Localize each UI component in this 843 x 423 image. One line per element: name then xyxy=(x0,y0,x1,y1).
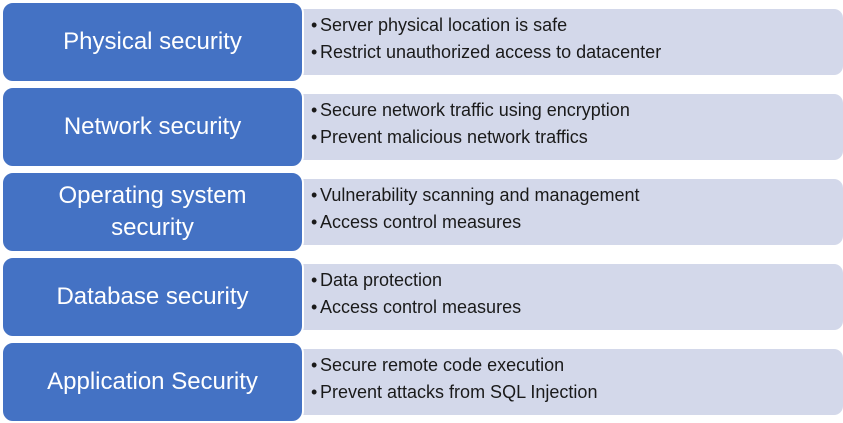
bullet-text: Access control measures xyxy=(320,297,522,317)
detail-box: •Secure network traffic using encryption… xyxy=(293,94,843,160)
bullet-text: Secure remote code execution xyxy=(320,355,565,375)
row-network-security: •Secure network traffic using encryption… xyxy=(0,87,843,167)
row-application-security: •Secure remote code execution •Prevent a… xyxy=(0,342,843,422)
bullet-text: Restrict unauthorized access to datacent… xyxy=(320,42,662,62)
bullet-item: •Data protection xyxy=(311,267,843,294)
bullet-mark: • xyxy=(311,297,318,317)
bullet-list: •Data protection •Access control measure… xyxy=(311,267,843,321)
bullet-item: •Server physical location is safe xyxy=(311,12,843,39)
detail-box: •Secure remote code execution •Prevent a… xyxy=(293,349,843,415)
bullet-item: •Access control measures xyxy=(311,209,843,236)
bullet-text: Prevent malicious network traffics xyxy=(320,127,588,147)
category-box: Physical security xyxy=(2,2,303,82)
category-box: Application Security xyxy=(2,342,303,422)
row-database-security: •Data protection •Access control measure… xyxy=(0,257,843,337)
category-label: Database security xyxy=(56,283,249,310)
detail-box: •Data protection •Access control measure… xyxy=(293,264,843,330)
category-label: Physical security xyxy=(63,28,242,55)
bullet-text: Prevent attacks from SQL Injection xyxy=(320,382,598,402)
bullet-text: Vulnerability scanning and management xyxy=(320,185,640,205)
bullet-item: •Vulnerability scanning and management xyxy=(311,182,843,209)
bullet-item: •Prevent attacks from SQL Injection xyxy=(311,379,843,406)
bullet-mark: • xyxy=(311,270,318,290)
bullet-item: •Prevent malicious network traffics xyxy=(311,124,843,151)
bullet-item: •Access control measures xyxy=(311,294,843,321)
bullet-list: •Server physical location is safe •Restr… xyxy=(311,12,843,66)
category-box: Network security xyxy=(2,87,303,167)
bullet-mark: • xyxy=(311,15,318,35)
row-physical-security: •Server physical location is safe •Restr… xyxy=(0,2,843,82)
bullet-text: Secure network traffic using encryption xyxy=(320,100,630,120)
bullet-mark: • xyxy=(311,185,318,205)
bullet-mark: • xyxy=(311,355,318,375)
bullet-text: Access control measures xyxy=(320,212,522,232)
bullet-text: Server physical location is safe xyxy=(320,15,568,35)
row-operating-system-security: •Vulnerability scanning and management •… xyxy=(0,172,843,252)
category-label: Network security xyxy=(63,113,242,140)
bullet-list: •Secure network traffic using encryption… xyxy=(311,97,843,151)
bullet-text: Data protection xyxy=(320,270,443,290)
bullet-item: •Secure network traffic using encryption xyxy=(311,97,843,124)
bullet-mark: • xyxy=(311,100,318,120)
bullet-list: •Vulnerability scanning and management •… xyxy=(311,182,843,236)
detail-box: •Vulnerability scanning and management •… xyxy=(293,179,843,245)
category-label: Application Security xyxy=(47,368,258,395)
detail-box: •Server physical location is safe •Restr… xyxy=(293,9,843,75)
bullet-list: •Secure remote code execution •Prevent a… xyxy=(311,352,843,406)
bullet-mark: • xyxy=(311,42,318,62)
bullet-mark: • xyxy=(311,212,318,232)
bullet-mark: • xyxy=(311,127,318,147)
bullet-item: •Restrict unauthorized access to datacen… xyxy=(311,39,843,66)
category-label: Operating system security xyxy=(58,182,247,241)
bullet-item: •Secure remote code execution xyxy=(311,352,843,379)
category-box: Operating system security xyxy=(2,172,303,252)
category-box: Database security xyxy=(2,257,303,337)
bullet-mark: • xyxy=(311,382,318,402)
